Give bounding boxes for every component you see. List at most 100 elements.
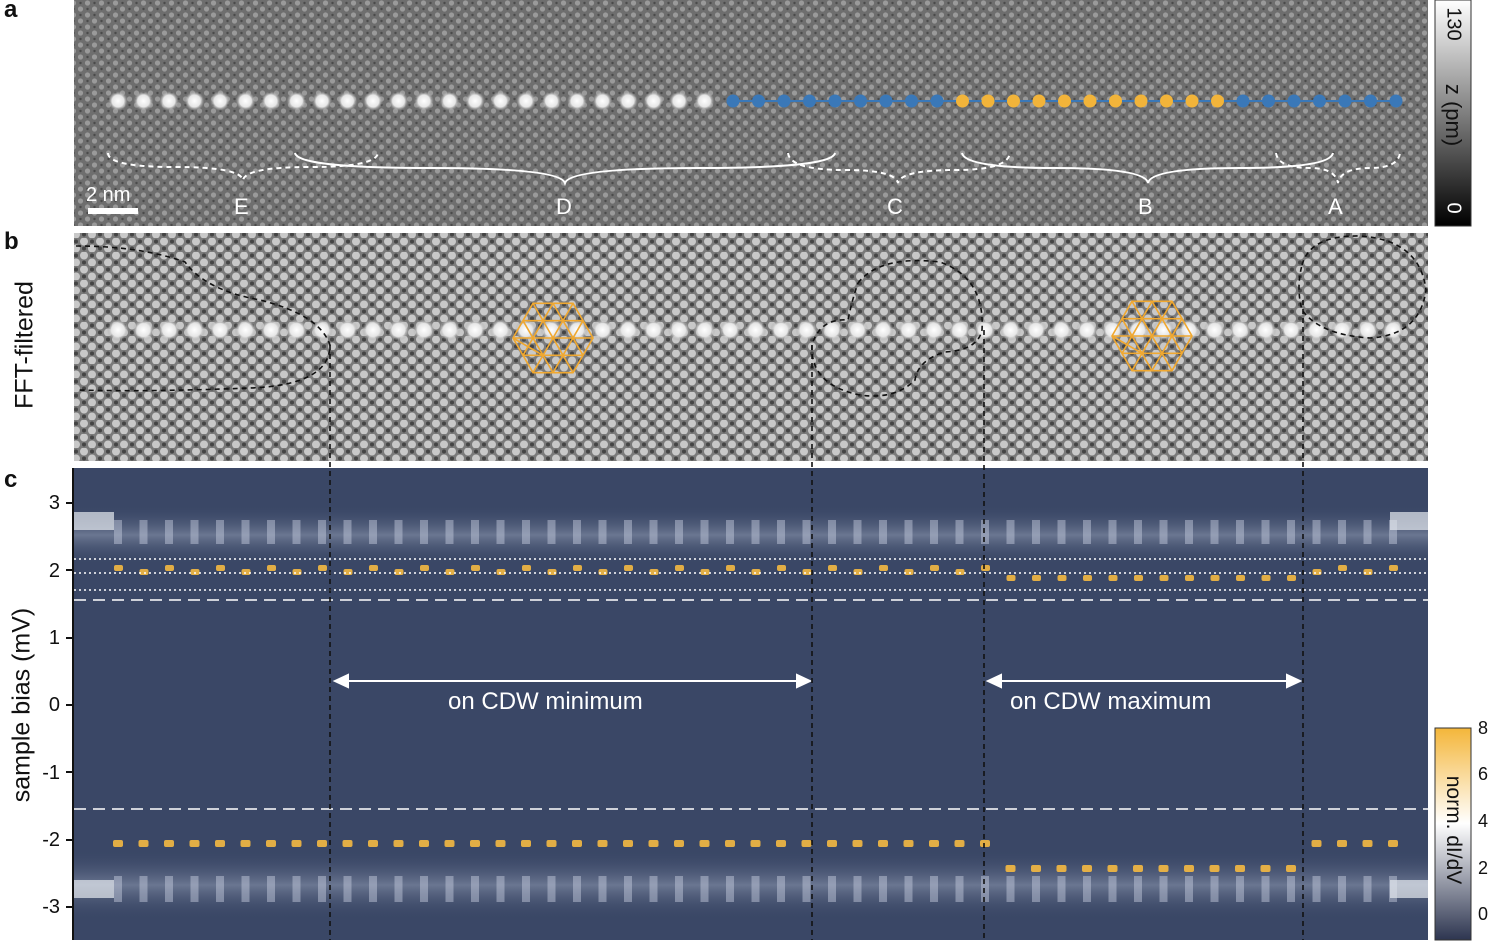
panel-c-letter: c <box>4 466 18 493</box>
band-stripe-upper <box>573 520 581 544</box>
band-stripe-lower <box>598 876 607 902</box>
edge-state-lower-right <box>1390 880 1428 898</box>
cdw-peak-upper <box>420 565 429 571</box>
chain-atom <box>311 319 333 341</box>
cdw-peak-upper <box>904 569 914 575</box>
panel-a-image <box>74 0 1428 226</box>
band-stripe-lower <box>445 876 454 902</box>
chain-atom <box>388 91 409 111</box>
chain-atom <box>1305 319 1328 341</box>
chain-atom <box>541 91 562 111</box>
cdw-peak-upper <box>624 565 633 571</box>
cdw-peak-lower <box>623 840 633 847</box>
cdw-peak-upper <box>1108 575 1118 581</box>
cdw-peak-upper <box>981 565 990 571</box>
cdw-peak-upper <box>700 569 710 575</box>
panel-c-map <box>66 468 1428 940</box>
cdw-peak-upper <box>547 569 557 575</box>
cdw-peak-lower <box>699 840 710 847</box>
chain-atom <box>158 319 180 341</box>
chain-atom <box>974 319 996 341</box>
band-stripe-lower <box>930 876 938 902</box>
colorbar-didv-tick-6: 6 <box>1478 764 1489 784</box>
band-stripe-upper <box>547 520 556 544</box>
lattice-line <box>1151 318 1183 372</box>
chain-atom <box>617 319 639 341</box>
chain-atom <box>592 91 613 111</box>
cdw-peak-upper <box>1159 575 1169 581</box>
band-stripe-upper <box>1210 520 1219 544</box>
cdw-peak-upper <box>649 569 659 575</box>
chain-atom <box>337 91 358 111</box>
lattice-line <box>1121 318 1153 372</box>
cdw-peak-upper <box>1032 575 1041 581</box>
cdw-peak-lower <box>546 840 557 847</box>
band-stripe-lower <box>420 876 428 902</box>
chain-atom <box>387 319 410 341</box>
cdw-peak-lower <box>1031 865 1041 872</box>
site-marker-orange <box>1007 94 1020 108</box>
lattice-overlay <box>512 302 594 374</box>
band-stripe-lower <box>853 876 862 902</box>
cdw-peak-upper <box>1057 575 1067 581</box>
band-stripe-lower <box>675 876 683 902</box>
band-stripe-lower <box>292 876 301 902</box>
band-stripe-lower <box>955 876 964 902</box>
chain-atom <box>107 319 129 341</box>
site-marker-blue <box>879 94 893 108</box>
site-marker-blue <box>1236 94 1250 108</box>
band-stripe-upper <box>394 520 403 544</box>
site-marker-orange <box>1211 94 1224 108</box>
chain-atom <box>133 91 154 111</box>
lattice-line <box>1151 300 1183 354</box>
chain-atom <box>312 91 332 111</box>
site-marker-blue <box>1287 94 1301 108</box>
chain-atom <box>770 319 792 341</box>
band-stripe-lower <box>1057 876 1066 902</box>
scale-bar <box>88 208 138 214</box>
chain-atom <box>414 91 434 111</box>
cdw-peak-upper <box>726 565 735 571</box>
cdw-peak-upper <box>1312 569 1322 575</box>
cdw-peak-upper <box>879 565 888 571</box>
cdw-peak-lower <box>1235 865 1245 872</box>
chain-atom <box>132 319 155 341</box>
band-stripe-upper <box>981 520 989 544</box>
chain-atom <box>464 319 486 341</box>
cdw-peak-lower <box>929 840 939 847</box>
site-marker-blue <box>1262 94 1275 108</box>
site-marker-blue <box>1338 94 1352 108</box>
chain-atom <box>795 319 818 341</box>
chain-atom <box>490 91 511 111</box>
chain-atom <box>184 91 205 111</box>
cdw-peak-lower <box>1158 865 1169 872</box>
lower-band-glow <box>74 850 1428 920</box>
cdw-peak-upper <box>777 565 786 571</box>
cdw-peak-upper <box>241 569 251 575</box>
band-stripe-upper <box>1134 520 1142 544</box>
chain-atom <box>948 319 971 341</box>
band-stripe-upper <box>624 520 632 544</box>
chain-atom <box>286 91 307 111</box>
cdw-peak-lower <box>1209 865 1220 872</box>
cdw-peak-lower <box>801 840 812 847</box>
band-stripe-upper <box>675 520 683 544</box>
cdw-peak-upper <box>751 569 761 575</box>
cdw-peak-lower <box>827 840 837 847</box>
region-outline-right <box>1298 235 1427 339</box>
region-outline-middle <box>811 259 983 397</box>
chain-atom <box>846 319 869 341</box>
chain-atom <box>719 319 741 341</box>
site-marker-blue <box>930 94 944 108</box>
cdw-peak-upper <box>1006 575 1016 581</box>
cdw-peak-lower <box>1388 840 1398 847</box>
cdw-peak-upper <box>1134 575 1143 581</box>
colorbar-didv <box>1434 727 1472 941</box>
chain-atom <box>1050 319 1073 341</box>
band-stripe-upper <box>649 520 658 544</box>
band-stripe-upper <box>726 520 734 544</box>
chain-atom <box>438 319 461 341</box>
band-stripe-lower <box>1032 876 1040 902</box>
edge-state-upper-right <box>1390 512 1428 530</box>
